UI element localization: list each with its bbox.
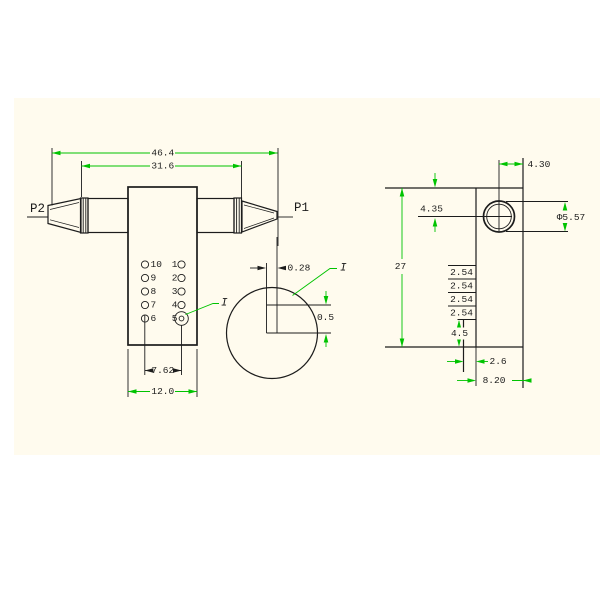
detail-label: I bbox=[340, 263, 347, 275]
dim-text-pitch-2: 2.54 bbox=[450, 281, 473, 292]
dim-text-dia-5-57: Φ5.57 bbox=[557, 212, 586, 223]
pin-grid: 10 9 8 7 6 1 2 3 4 5 bbox=[140, 259, 189, 326]
pin-label-2: 2 bbox=[172, 273, 178, 284]
pin-label-5: 5 bbox=[172, 313, 178, 324]
pin-label-4: 4 bbox=[172, 300, 178, 311]
dim-text-pitch-3: 2.54 bbox=[450, 294, 473, 305]
left-ferrule bbox=[79, 197, 89, 234]
pin-3-circle bbox=[177, 287, 186, 296]
mounting-hole bbox=[418, 160, 516, 233]
pin-label-9: 9 bbox=[151, 273, 157, 284]
pin-2-circle bbox=[177, 273, 186, 283]
dim-text-2-6: 2.6 bbox=[490, 356, 507, 367]
dim-pin-to-edge: 2.6 bbox=[447, 356, 507, 367]
port-label-p1: P1 bbox=[294, 201, 309, 215]
dim-text-27: 27 bbox=[395, 261, 406, 272]
side-view: 4.35 4.30 Φ5.57 27 bbox=[385, 158, 585, 388]
dim-depth: 8.20 bbox=[457, 375, 532, 386]
left-fiber-boot bbox=[47, 197, 82, 234]
dim-text-0-28: 0.28 bbox=[288, 263, 311, 274]
pin-pitch-stack: 2.54 2.54 2.54 2.54 bbox=[448, 265, 476, 320]
dim-text-pitch-4: 2.54 bbox=[450, 308, 473, 319]
detail-ref-label: I bbox=[221, 298, 228, 310]
dim-text-4-30: 4.30 bbox=[528, 159, 551, 170]
paper-background bbox=[14, 98, 600, 455]
pin-6-circle bbox=[140, 314, 150, 323]
dim-hole-to-edge: 4.30 bbox=[499, 159, 551, 170]
dim-text-4-5: 4.5 bbox=[451, 328, 468, 339]
detail-label-leader: I bbox=[292, 263, 347, 296]
dim-text-12-0: 12.0 bbox=[151, 386, 174, 397]
dim-text-4-35: 4.35 bbox=[420, 204, 443, 215]
front-body-outline bbox=[127, 186, 198, 346]
dim-text-8-20: 8.20 bbox=[483, 375, 506, 386]
pin-label-6: 6 bbox=[151, 313, 157, 324]
front-extension-lines bbox=[51, 148, 279, 397]
dim-text-46-4: 46.4 bbox=[151, 148, 174, 159]
pin-4-circle bbox=[177, 300, 186, 310]
dim-pin-span: 7.62 bbox=[144, 365, 182, 376]
right-fiber-boot bbox=[241, 200, 278, 233]
dim-body-length: 31.6 bbox=[81, 161, 242, 172]
dim-text-0-5: 0.5 bbox=[317, 312, 334, 323]
pin-label-1: 1 bbox=[172, 259, 178, 270]
dim-hole-to-top: 4.35 bbox=[420, 173, 443, 232]
front-view: P2 P1 46.4 31.6 bbox=[27, 148, 309, 397]
detail-ref-leader: I bbox=[185, 298, 228, 315]
pin-label-3: 3 bbox=[172, 286, 178, 297]
dim-tip-step: 0.5 bbox=[317, 291, 334, 347]
pin-1-circle bbox=[177, 260, 186, 269]
dim-hole-diameter: Φ5.57 bbox=[506, 201, 586, 232]
dim-text-pitch-1: 2.54 bbox=[450, 267, 473, 278]
dim-pin-width: 0.28 bbox=[250, 263, 311, 274]
pin-9-circle bbox=[140, 273, 150, 283]
pin-label-7: 7 bbox=[151, 300, 157, 311]
pin-label-8: 8 bbox=[151, 286, 157, 297]
detail-view: 0.28 0.5 I bbox=[225, 237, 347, 380]
side-body-outline bbox=[385, 158, 524, 388]
pin-8-circle bbox=[140, 287, 150, 296]
dim-overall-length: 46.4 bbox=[52, 148, 278, 159]
pin-10-circle bbox=[140, 260, 150, 269]
pin-5-marker bbox=[174, 311, 189, 326]
pin-label-10: 10 bbox=[151, 259, 163, 270]
dim-text-7-62: 7.62 bbox=[151, 365, 174, 376]
dim-last-pin-to-bottom: 4.5 bbox=[450, 320, 469, 347]
dim-body-width: 12.0 bbox=[128, 386, 197, 397]
dim-height: 27 bbox=[395, 188, 406, 347]
port-label-p2: P2 bbox=[30, 202, 45, 216]
dim-text-31-6: 31.6 bbox=[151, 161, 174, 172]
detail-pin-geometry bbox=[266, 237, 331, 334]
pin-7-circle bbox=[140, 300, 150, 310]
